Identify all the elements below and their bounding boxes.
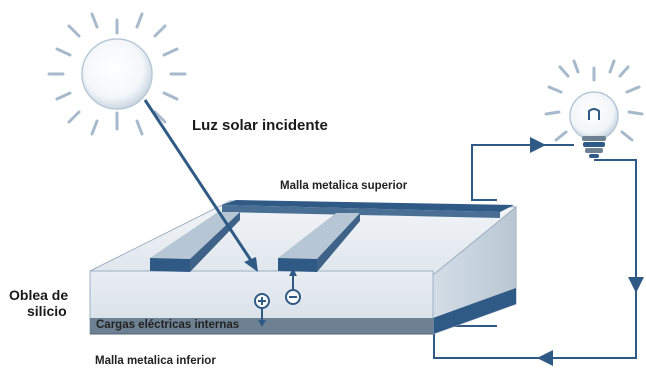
grid-bus-bar — [222, 200, 514, 212]
bulb-base-tip — [589, 154, 599, 158]
bulb-glass — [569, 91, 619, 141]
internal-charges-label: Cargas eléctricas internas — [96, 319, 240, 331]
bottom-grid-label: Malla metalica inferior — [95, 355, 216, 367]
plus-charge-icon — [254, 293, 270, 327]
wire-top — [471, 144, 574, 201]
bulb-rays — [544, 59, 644, 142]
sun-rays — [47, 12, 187, 136]
bulb-base-ring3 — [585, 148, 603, 153]
top-grid-label: Malla metalica superior — [280, 180, 408, 192]
sunlight-arrow — [143, 99, 258, 272]
bulb-base-ring2 — [583, 142, 605, 147]
sun-icon — [47, 12, 187, 136]
wafer-right-base — [433, 288, 516, 334]
sun-disc — [81, 38, 153, 110]
wafer-label-line2: silicio — [27, 303, 67, 319]
bulb-base-ring1 — [582, 136, 606, 141]
bulb-filament — [588, 108, 600, 120]
wafer-label: Oblea de silicio — [9, 287, 68, 319]
wafer-label-line1: Oblea de — [9, 287, 69, 303]
minus-charge-icon — [285, 268, 301, 305]
light-bulb-icon — [544, 59, 644, 158]
grid-finger-2 — [278, 213, 360, 259]
grid-finger-1 — [150, 212, 240, 259]
sunlight-label: Luz solar incidente — [192, 117, 328, 134]
